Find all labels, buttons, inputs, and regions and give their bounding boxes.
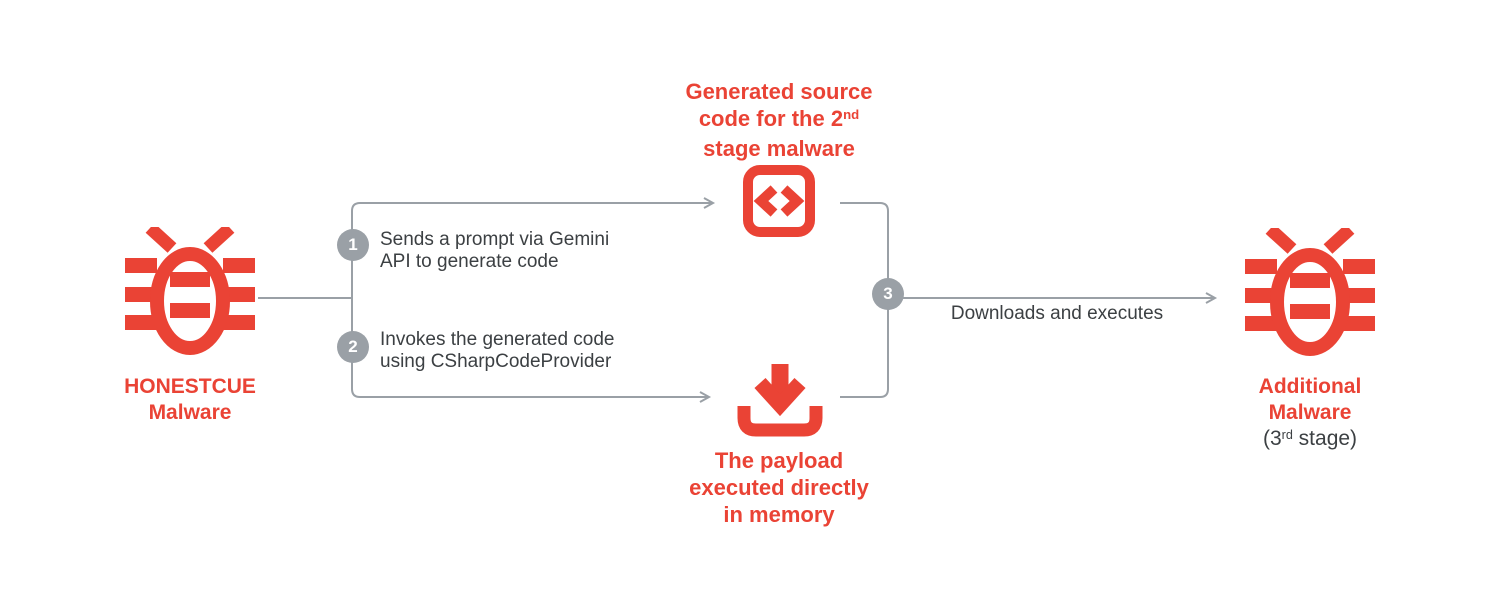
step-1-line1: Sends a prompt via Gemini bbox=[380, 229, 610, 250]
connector-code-to-merge bbox=[840, 202, 889, 297]
connector-download-to-merge bbox=[840, 297, 889, 398]
ordinal-suffix: rd bbox=[1281, 427, 1293, 442]
ordinal-suffix: nd bbox=[843, 107, 860, 123]
generated-code-caption-line3: stage malware bbox=[703, 136, 855, 161]
bug-icon bbox=[1245, 228, 1375, 356]
step-3-badge: 3 bbox=[872, 278, 904, 310]
payload-caption-line2: executed directly bbox=[689, 475, 869, 500]
step-2-label: Invokes the generated code using CSharpC… bbox=[380, 329, 615, 373]
download-icon bbox=[737, 364, 823, 437]
code-icon bbox=[743, 165, 815, 237]
step-2-line2: using CSharpCodeProvider bbox=[380, 351, 612, 372]
honestcue-title-line2: Malware bbox=[148, 401, 232, 424]
additional-malware-title-line1: Additional bbox=[1258, 375, 1362, 398]
additional-malware-node-label: Additional Malware (3rd stage) bbox=[1200, 374, 1420, 454]
additional-malware-stage-note: (3rd stage) bbox=[1262, 427, 1358, 450]
additional-malware-title-line2: Malware bbox=[1268, 401, 1352, 424]
payload-caption-line1: The payload bbox=[714, 448, 844, 473]
bug-icon bbox=[125, 227, 255, 355]
step-2-badge: 2 bbox=[337, 331, 369, 363]
arrowhead-to-additional-malware bbox=[1205, 292, 1218, 304]
arrowhead-to-code-icon bbox=[703, 197, 716, 209]
generated-code-caption-line1: Generated source bbox=[685, 79, 873, 104]
payload-caption: The payload executed directly in memory bbox=[629, 447, 929, 528]
generated-code-caption-line2: code for the 2nd bbox=[698, 106, 860, 131]
step-3-label: Downloads and executes bbox=[950, 303, 1164, 324]
honestcue-node-label: HONESTCUE Malware bbox=[80, 374, 300, 426]
step-1-label: Sends a prompt via Gemini API to generat… bbox=[380, 229, 609, 273]
payload-caption-line3: in memory bbox=[723, 502, 835, 527]
generated-code-caption: Generated source code for the 2nd stage … bbox=[629, 78, 929, 162]
connector-branch-to-code bbox=[351, 202, 712, 298]
step-2-line1: Invokes the generated code bbox=[380, 329, 615, 350]
connector-branch-to-download bbox=[351, 298, 708, 398]
arrowhead-to-download-icon bbox=[699, 391, 712, 403]
step-1-badge: 1 bbox=[337, 229, 369, 261]
step-1-line2: API to generate code bbox=[380, 251, 559, 272]
honestcue-title-line1: HONESTCUE bbox=[124, 375, 256, 398]
